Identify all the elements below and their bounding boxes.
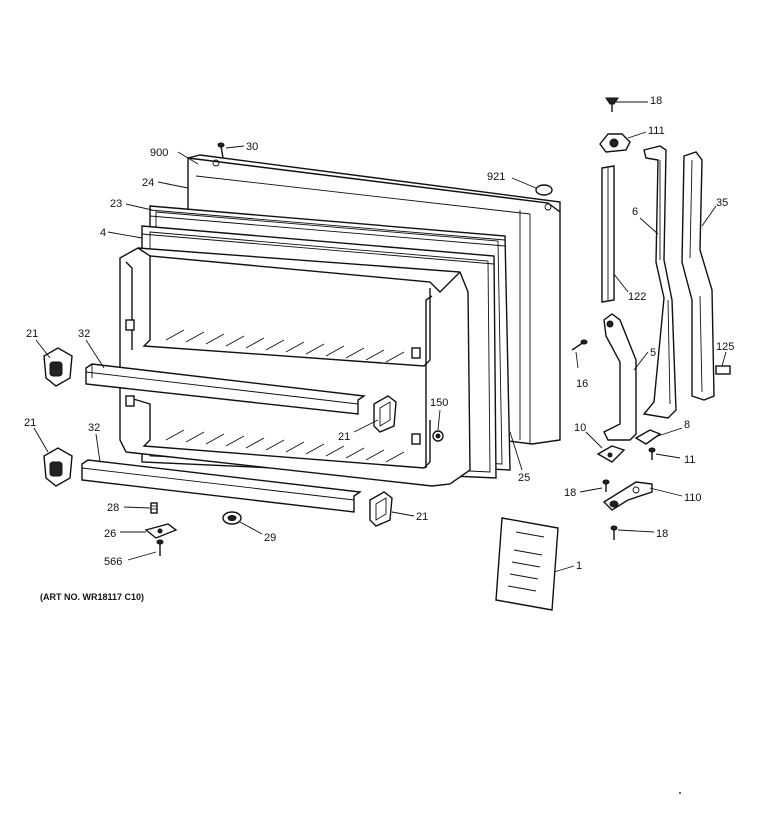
plug-921 [535, 184, 553, 196]
callout-21-upper-left: 21 [26, 328, 38, 340]
callout-26: 26 [104, 528, 116, 540]
hinge-bracket-110 [602, 481, 653, 511]
screw-16 [571, 339, 588, 351]
callout-150: 150 [430, 397, 448, 409]
callout-28: 28 [107, 502, 119, 514]
handle-cover-35 [681, 151, 715, 401]
screw-566 [156, 539, 164, 556]
callout-16: 16 [576, 378, 588, 390]
callout-110: 110 [684, 492, 702, 504]
handle-6 [642, 145, 677, 419]
leader-lines [33, 101, 727, 573]
callout-111: 111 [648, 125, 665, 137]
callout-29: 29 [264, 532, 276, 544]
callout-18-middle: 18 [564, 487, 576, 499]
washer-29 [222, 511, 242, 525]
callout-25: 25 [518, 472, 530, 484]
callout-122: 122 [628, 291, 646, 303]
upper-shelf-ridges [165, 329, 405, 363]
callout-6: 6 [632, 206, 638, 218]
bracket-26 [144, 523, 178, 539]
handle-endcap-5 [603, 313, 637, 441]
callout-5: 5 [650, 347, 656, 359]
art-number: (ART NO. WR18117 C10) [40, 592, 144, 602]
handle-trim-122 [601, 165, 615, 303]
callout-23: 23 [110, 198, 122, 210]
screw-18-bottom [610, 525, 618, 540]
callout-21-lower-left: 21 [24, 417, 36, 429]
hinge-pin-8 [634, 429, 662, 445]
inner-door-liner [119, 247, 471, 487]
callout-8: 8 [684, 419, 690, 431]
callout-32-lower: 32 [88, 422, 100, 434]
callout-566: 566 [104, 556, 122, 568]
hinge-shim-10 [596, 445, 626, 463]
callout-35: 35 [716, 197, 728, 209]
callout-10: 10 [574, 422, 586, 434]
callout-30: 30 [246, 141, 258, 153]
screw-30 [217, 142, 225, 159]
callout-24: 24 [142, 177, 154, 189]
callout-labels: 18 111 900 30 921 24 23 4 6 35 122 5 125… [24, 95, 734, 572]
shelf-end-cap-upper-left [43, 347, 73, 387]
use-and-care-manual [495, 517, 559, 611]
screw-18-top [605, 97, 619, 112]
hinge-bushing-111 [599, 133, 631, 153]
door-shelf-bar-lower [81, 459, 362, 513]
callout-1: 1 [576, 560, 582, 572]
callout-4: 4 [100, 227, 106, 239]
lower-shelf-ridges [165, 429, 405, 463]
callout-921: 921 [487, 171, 505, 183]
shelf-end-cap-lower-right [369, 491, 393, 527]
callout-32-upper: 32 [78, 328, 90, 340]
screw-28 [150, 502, 158, 514]
callout-900: 900 [150, 147, 168, 159]
callout-18-bottom: 18 [656, 528, 668, 540]
callout-125: 125 [716, 341, 734, 353]
callout-21-upper-right: 21 [338, 431, 350, 443]
scan-speck [679, 792, 681, 794]
shelf-end-cap-lower-left [43, 447, 73, 487]
shelf-end-cap-upper-right [373, 395, 397, 433]
callout-18-top: 18 [650, 95, 662, 107]
callout-21-lower-right: 21 [416, 511, 428, 523]
bumper-150 [432, 430, 444, 442]
door-shelf-bar-upper [85, 363, 366, 415]
screw-18-middle [602, 479, 610, 492]
callout-11: 11 [684, 454, 695, 466]
plug-125 [715, 365, 731, 375]
screw-11 [648, 447, 656, 460]
